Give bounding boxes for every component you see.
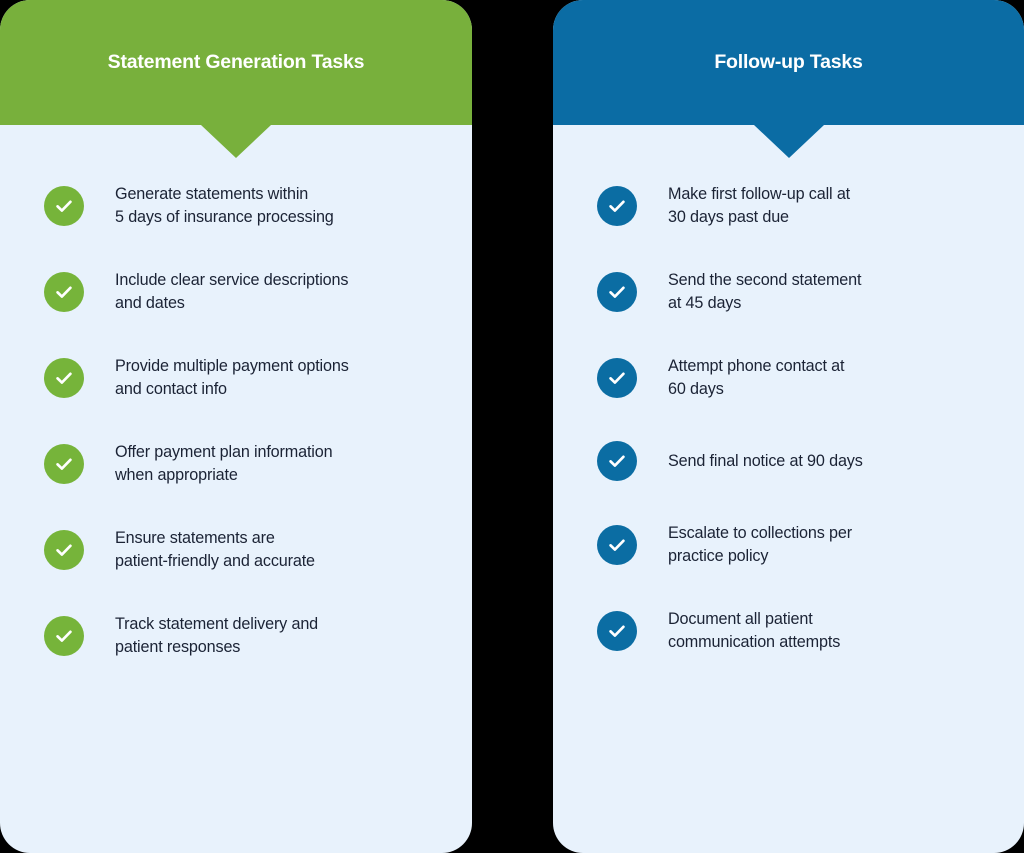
header-notch-triangle xyxy=(201,125,271,158)
task-label: Attempt phone contact at 60 days xyxy=(668,357,845,398)
list-item[interactable]: Generate statements within 5 days of ins… xyxy=(44,183,442,228)
task-label: Send final notice at 90 days xyxy=(668,451,863,470)
list-item[interactable]: Track statement delivery and patient res… xyxy=(44,613,442,658)
list-item[interactable]: Document all patient communication attem… xyxy=(597,608,994,653)
header-notch-triangle xyxy=(753,125,824,158)
list-item[interactable]: Escalate to collections per practice pol… xyxy=(597,522,994,567)
check-circle-icon xyxy=(597,271,637,312)
task-label: Offer payment plan information when appr… xyxy=(115,443,333,484)
check-circle-icon xyxy=(597,185,637,226)
task-list-follow-up: Make first follow-up call at 30 days pas… xyxy=(553,125,1024,853)
panel-header-statement-generation: Statement Generation Tasks xyxy=(0,0,472,158)
list-item[interactable]: Attempt phone contact at 60 days xyxy=(597,355,994,400)
task-label: Send the second statement at 45 days xyxy=(668,271,862,312)
check-circle-icon xyxy=(44,529,84,570)
check-circle-icon xyxy=(44,443,84,484)
panel-title: Statement Generation Tasks xyxy=(107,50,365,73)
list-item[interactable]: Send the second statement at 45 days xyxy=(597,269,994,314)
panel-follow-up: Follow-up Tasks Make first follow-up cal… xyxy=(553,0,1024,853)
task-label: Escalate to collections per practice pol… xyxy=(668,524,853,565)
task-label: Make first follow-up call at 30 days pas… xyxy=(668,185,851,226)
panel-title: Follow-up Tasks xyxy=(714,50,863,73)
check-circle-icon xyxy=(44,185,84,226)
list-item[interactable]: Make first follow-up call at 30 days pas… xyxy=(597,183,994,228)
task-label: Provide multiple payment options and con… xyxy=(115,357,349,398)
list-item[interactable]: Send final notice at 90 days xyxy=(597,441,994,481)
check-circle-icon xyxy=(597,610,637,651)
list-item[interactable]: Offer payment plan information when appr… xyxy=(44,441,442,486)
panel-header-follow-up: Follow-up Tasks xyxy=(553,0,1024,158)
check-circle-icon xyxy=(44,271,84,312)
task-label: Document all patient communication attem… xyxy=(668,610,841,651)
list-item[interactable]: Ensure statements are patient-friendly a… xyxy=(44,527,442,572)
task-label: Track statement delivery and patient res… xyxy=(115,615,319,656)
task-label: Ensure statements are patient-friendly a… xyxy=(115,529,315,570)
check-circle-icon xyxy=(597,357,637,398)
list-item[interactable]: Provide multiple payment options and con… xyxy=(44,355,442,400)
check-circle-icon xyxy=(597,441,637,481)
check-circle-icon xyxy=(44,357,84,398)
list-item[interactable]: Include clear service descriptions and d… xyxy=(44,269,442,314)
task-label: Include clear service descriptions and d… xyxy=(115,271,349,312)
task-list-statement-generation: Generate statements within 5 days of ins… xyxy=(0,125,472,853)
panel-statement-generation: Statement Generation Tasks Generate stat… xyxy=(0,0,472,853)
check-circle-icon xyxy=(597,524,637,565)
task-label: Generate statements within 5 days of ins… xyxy=(115,185,334,226)
check-circle-icon xyxy=(44,615,84,656)
